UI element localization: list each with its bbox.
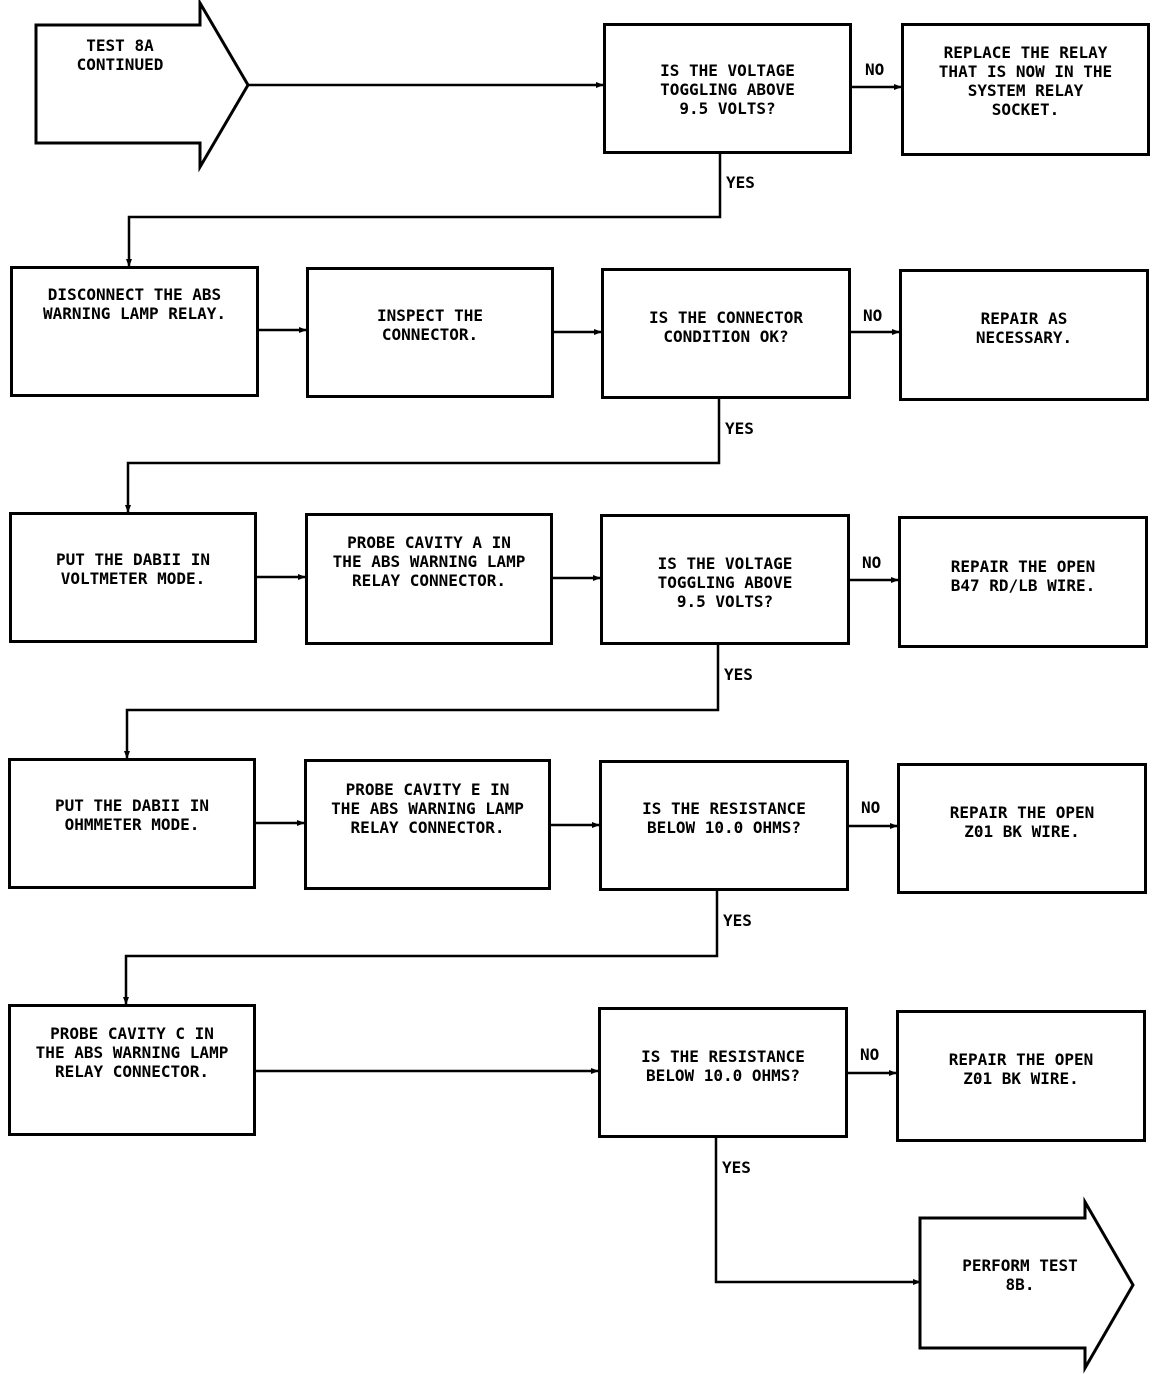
no-action-box: REPLACE THE RELAY THAT IS NOW IN THE SYS… <box>901 23 1150 156</box>
decision-box: IS THE RESISTANCE BELOW 10.0 OHMS? <box>599 760 849 891</box>
step-box: PROBE CAVITY E IN THE ABS WARNING LAMP R… <box>304 759 551 890</box>
decision-box: IS THE RESISTANCE BELOW 10.0 OHMS? <box>598 1007 848 1138</box>
yes-label: YES <box>725 419 754 438</box>
no-label: NO <box>865 60 885 79</box>
no-label: NO <box>863 306 883 325</box>
start-arrow-label: TEST 8A CONTINUED <box>76 36 164 74</box>
no-action-box: REPAIR THE OPEN B47 RD/LB WIRE. <box>898 516 1148 648</box>
yes-label: YES <box>726 173 755 192</box>
no-label: NO <box>860 1045 880 1064</box>
step-box: DISCONNECT THE ABS WARNING LAMP RELAY. <box>10 266 259 397</box>
step-box: PUT THE DABII IN OHMMETER MODE. <box>8 758 256 889</box>
no-action-box: REPAIR AS NECESSARY. <box>899 269 1149 401</box>
yes-label: YES <box>723 911 752 930</box>
no-action-box: REPAIR THE OPEN Z01 BK WIRE. <box>897 763 1147 894</box>
yes-label: YES <box>722 1158 751 1177</box>
step-box: PROBE CAVITY A IN THE ABS WARNING LAMP R… <box>305 513 553 645</box>
no-label: NO <box>861 798 881 817</box>
step-box: PROBE CAVITY C IN THE ABS WARNING LAMP R… <box>8 1004 256 1136</box>
decision-box: IS THE VOLTAGE TOGGLING ABOVE 9.5 VOLTS? <box>600 514 850 645</box>
end-arrow-shape <box>918 1196 1135 1374</box>
decision-box: IS THE VOLTAGE TOGGLING ABOVE 9.5 VOLTS? <box>603 23 852 154</box>
yes-label: YES <box>724 665 753 684</box>
no-label: NO <box>862 553 882 572</box>
step-box: INSPECT THE CONNECTOR. <box>306 267 554 398</box>
end-arrow-label: PERFORM TEST 8B. <box>962 1256 1078 1294</box>
no-action-box: REPAIR THE OPEN Z01 BK WIRE. <box>896 1010 1146 1142</box>
start-arrow-shape <box>34 0 250 173</box>
decision-box: IS THE CONNECTOR CONDITION OK? <box>601 268 851 399</box>
step-box: PUT THE DABII IN VOLTMETER MODE. <box>9 512 257 643</box>
